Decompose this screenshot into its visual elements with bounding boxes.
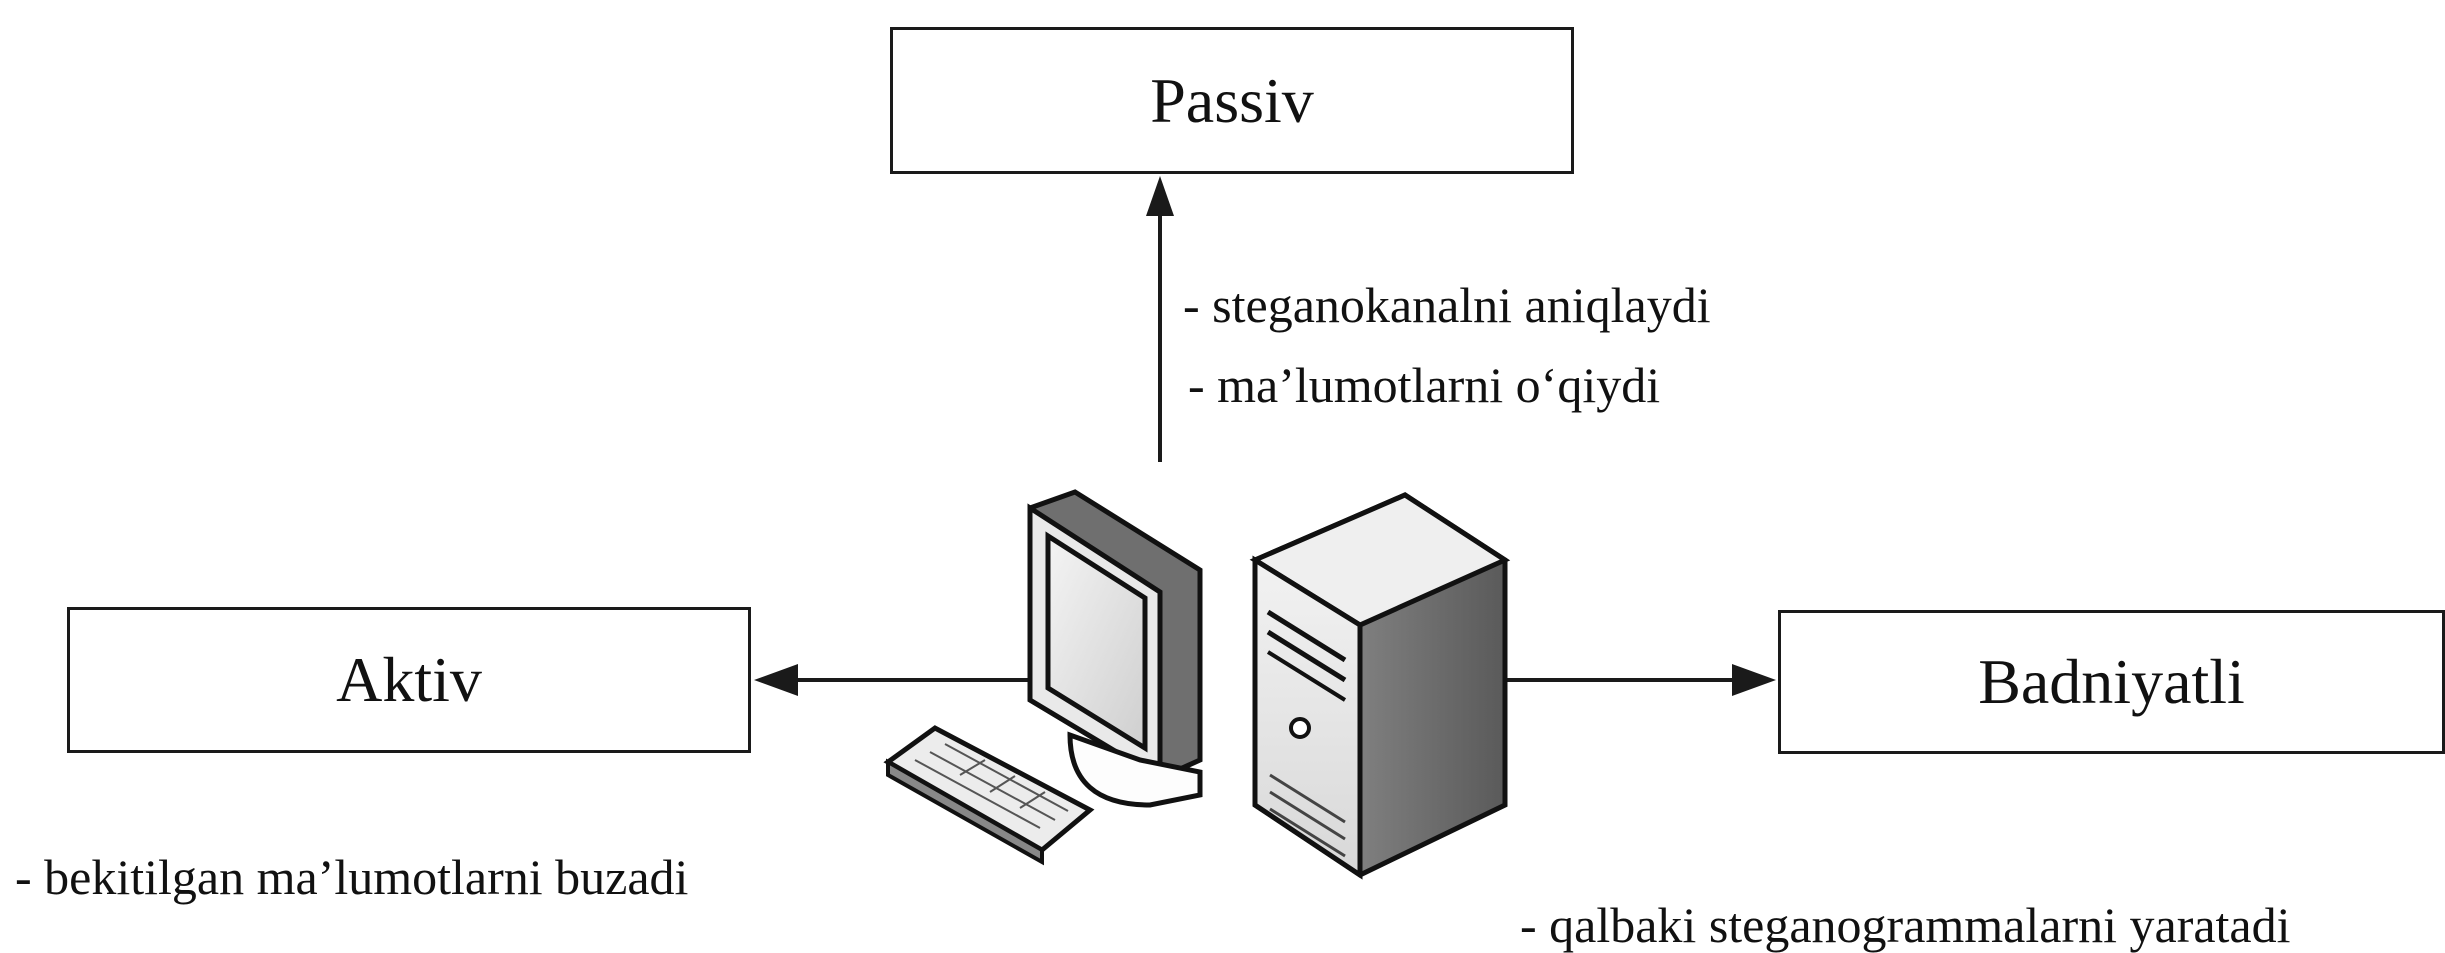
passiv-box: Passiv xyxy=(890,27,1574,174)
passiv-label: Passiv xyxy=(1150,64,1314,136)
passiv-note-detect: - steganokanalni aniqlaydi xyxy=(1183,277,1711,333)
badniyatli-note-forge: - qalbaki steganogrammalarni yaratadi xyxy=(1520,897,2291,953)
computer-workstation-icon xyxy=(883,489,1511,880)
aktiv-note-corrupt: - bekitilgan ma’lumotlarni buzadi xyxy=(15,849,689,905)
aktiv-label: Aktiv xyxy=(336,644,482,715)
badniyatli-box: Badniyatli xyxy=(1778,610,2445,754)
monitor-icon xyxy=(1027,489,1203,808)
arrow-to-aktiv xyxy=(754,664,1035,696)
tower-icon xyxy=(1249,492,1511,880)
aktiv-box: Aktiv xyxy=(67,607,751,753)
arrow-to-passiv xyxy=(1146,176,1174,462)
arrow-to-badniyatli xyxy=(1500,664,1776,696)
passiv-note-read: - ma’lumotlarni o‘qiydi xyxy=(1188,357,1661,413)
badniyatli-label: Badniyatli xyxy=(1978,646,2245,717)
keyboard-icon xyxy=(883,725,1095,866)
